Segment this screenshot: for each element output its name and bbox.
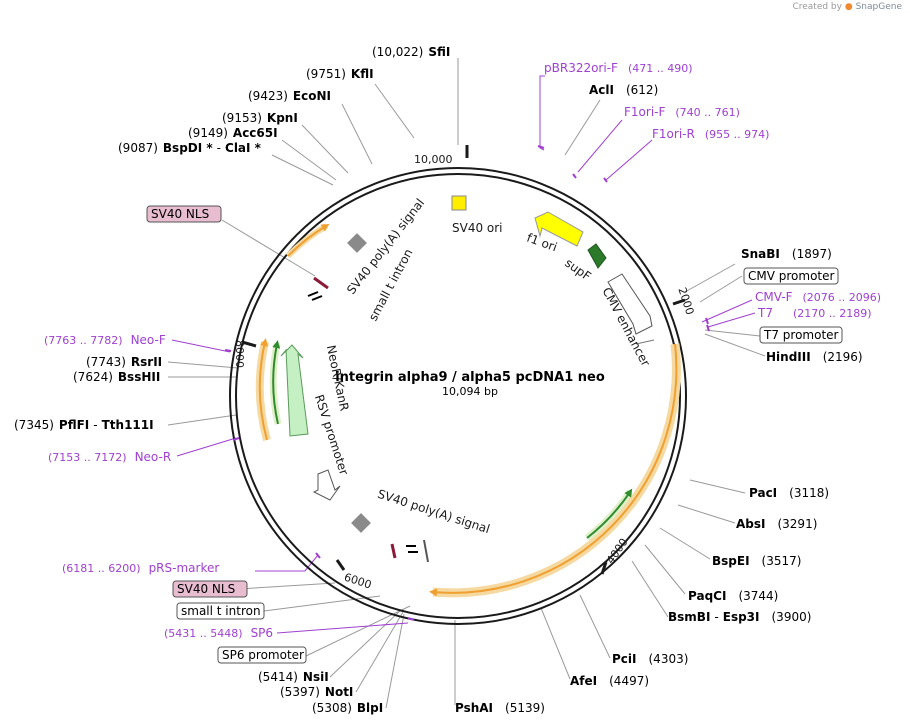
enzyme-econi: (9423)EcoNI	[248, 89, 331, 103]
nls-top-mark	[313, 276, 329, 290]
sp6-promoter-text: SP6 promoter	[222, 648, 304, 662]
small-t-intron-text: small t intron	[181, 604, 261, 618]
snapgene-credit: Created by ● SnapGene	[792, 2, 902, 12]
primer-pbr322ori-f: pBR322ori-F(471 .. 490)	[544, 61, 693, 75]
sv40-polya-bottom-box	[351, 513, 371, 533]
f1-ori-arrow	[534, 211, 584, 247]
enzyme-noti: (5397)NotI	[280, 685, 353, 699]
enzyme-snabi: SnaBI(1897)	[741, 247, 832, 261]
primer-f1ori-r: F1ori-R(955 .. 974)	[652, 127, 769, 141]
enzyme-hindiii: HindIII(2196)	[766, 350, 863, 364]
t7-tick-arrow	[635, 339, 655, 345]
enzyme-kfli: (9751)KflI	[306, 67, 374, 81]
enzyme-paci: PacI(3118)	[749, 486, 829, 500]
primer-f1ori-f: F1ori-F(740 .. 761)	[624, 105, 740, 119]
sv40-nls-top-box: SV40 NLS	[146, 205, 222, 223]
small-t-intron-top-mark	[307, 291, 323, 301]
tick-label-8000: 8000	[233, 340, 246, 368]
enzyme-nsii: (5414)NsiI	[258, 670, 329, 684]
primer-cmv-f: CMV-F(2076 .. 2096)	[755, 290, 881, 304]
enzyme-bsmbi-esp3i: BsmBI-Esp3I(3900)	[668, 610, 811, 624]
enzyme-rsrii: (7743)RsrII	[86, 355, 162, 369]
primer-t7: T7(2170 .. 2189)	[757, 306, 872, 320]
sv40-polya-bottom-label: SV40 poly(A) signal	[376, 487, 492, 537]
t7-promoter-box: T7 promoter	[759, 326, 843, 344]
feature-neo-region	[255, 338, 309, 442]
enzyme-acc65i: (9149)Acc65I	[188, 126, 278, 140]
sv40-polya-top-box	[347, 233, 367, 253]
ring-ticks	[241, 145, 686, 575]
primer-neo-r: (7153 .. 7172)Neo-R	[48, 450, 171, 464]
plasmid-name: integrin alpha9 / alpha5 pcDNA1 neo	[335, 370, 605, 385]
enzyme-paqci: PaqCI(3744)	[688, 589, 778, 603]
enzyme-bspdi-clai: (9087)BspDI *-ClaI *	[118, 141, 262, 155]
t7-promoter-text: T7 promoter	[763, 328, 839, 342]
sv40-nls-top-text: SV40 NLS	[151, 207, 209, 221]
small-t-intron-box: small t intron	[176, 602, 265, 620]
enzyme-sfii: (10,022)SfiI	[372, 45, 450, 59]
supf-label: supF	[562, 256, 593, 284]
credit-brand: SnapGene	[855, 2, 902, 12]
tick-label-10000: 10,000	[414, 153, 453, 166]
primer-ticks	[224, 145, 710, 621]
sv40-nls-bottom-box: SV40 NLS	[172, 580, 248, 598]
enzyme-absi: AbsI(3291)	[736, 517, 817, 531]
enzyme-pcii: PciI(4303)	[612, 652, 688, 666]
sp6-promoter-box: SP6 promoter	[217, 646, 307, 664]
feature-cds-large	[429, 343, 681, 598]
enzyme-acli: AclI(612)	[589, 83, 658, 97]
enzyme-bsshii: (7624)BssHII	[73, 370, 160, 384]
enzyme-pshai: PshAI(5139)	[455, 701, 545, 715]
cmv-promoter-text: CMV promoter	[748, 269, 835, 283]
rsv-promoter-arrow	[312, 469, 341, 501]
sp6-promoter-mark	[423, 539, 429, 563]
cmv-promoter-box: CMV promoter	[743, 267, 839, 285]
cmv-enhancer-arrow	[607, 273, 653, 335]
enzyme-blpi: (5308)BlpI	[312, 701, 383, 715]
primer-neo-f: (7763 .. 7782)Neo-F	[44, 333, 166, 347]
primer-leaders	[171, 75, 756, 634]
feature-sv40-top-arrow	[285, 223, 330, 259]
small-t-intron-bottom-mark	[406, 545, 418, 553]
sv40-nls-bottom-text: SV40 NLS	[177, 582, 235, 596]
enzyme-afei: AfeI(4497)	[570, 674, 649, 688]
plasmid-size: 10,094 bp	[442, 385, 498, 398]
leader-lines	[167, 58, 766, 709]
enzyme-bspei: BspEI(3517)	[712, 554, 801, 568]
enzyme-kpni: (9153)KpnI	[222, 111, 298, 125]
credit-prefix: Created by	[792, 2, 842, 12]
primer-prs-marker: (6181 .. 6200)pRS-marker	[62, 561, 219, 575]
snapgene-logo-icon: ●	[844, 2, 853, 12]
backbone-ring	[229, 167, 687, 625]
enzyme-pflfi-tth111i: (7345)PflFI-Tth111I	[14, 418, 154, 432]
sv40-ori-label: SV40 ori	[452, 221, 503, 235]
supf-arrow	[587, 243, 607, 269]
primer-sp6: (5431 .. 5448)SP6	[164, 626, 273, 640]
sv40-ori-box	[451, 195, 467, 211]
nls-bottom-mark	[390, 543, 397, 559]
